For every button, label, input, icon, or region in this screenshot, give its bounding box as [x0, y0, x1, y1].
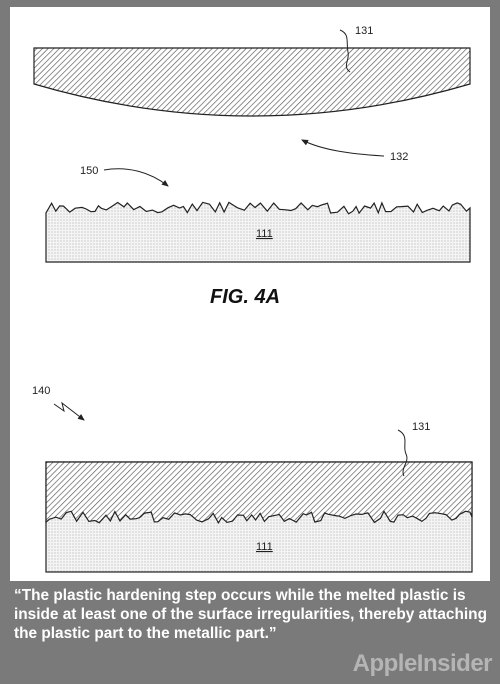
quote-caption: “The plastic hardening step occurs while…	[14, 587, 487, 642]
brand-watermark: AppleInsider	[352, 650, 493, 677]
label-132: 132	[390, 151, 408, 163]
label-131-bottom: 131	[412, 421, 430, 433]
plastic-part-bottom	[45, 461, 473, 524]
leader-131-top	[339, 29, 351, 73]
arrow-140	[53, 401, 85, 421]
label-111-top: 111	[256, 228, 273, 240]
plastic-part-top	[33, 47, 471, 117]
figure-label: FIG. 4A	[210, 286, 280, 308]
arrow-132	[301, 139, 385, 157]
label-131-top: 131	[355, 25, 373, 37]
leader-131-bottom	[397, 429, 408, 477]
label-150: 150	[80, 165, 98, 177]
label-111-bottom: 111	[256, 541, 273, 553]
arrow-150	[103, 168, 169, 187]
metal-part-top	[45, 201, 471, 263]
label-140: 140	[32, 385, 50, 397]
